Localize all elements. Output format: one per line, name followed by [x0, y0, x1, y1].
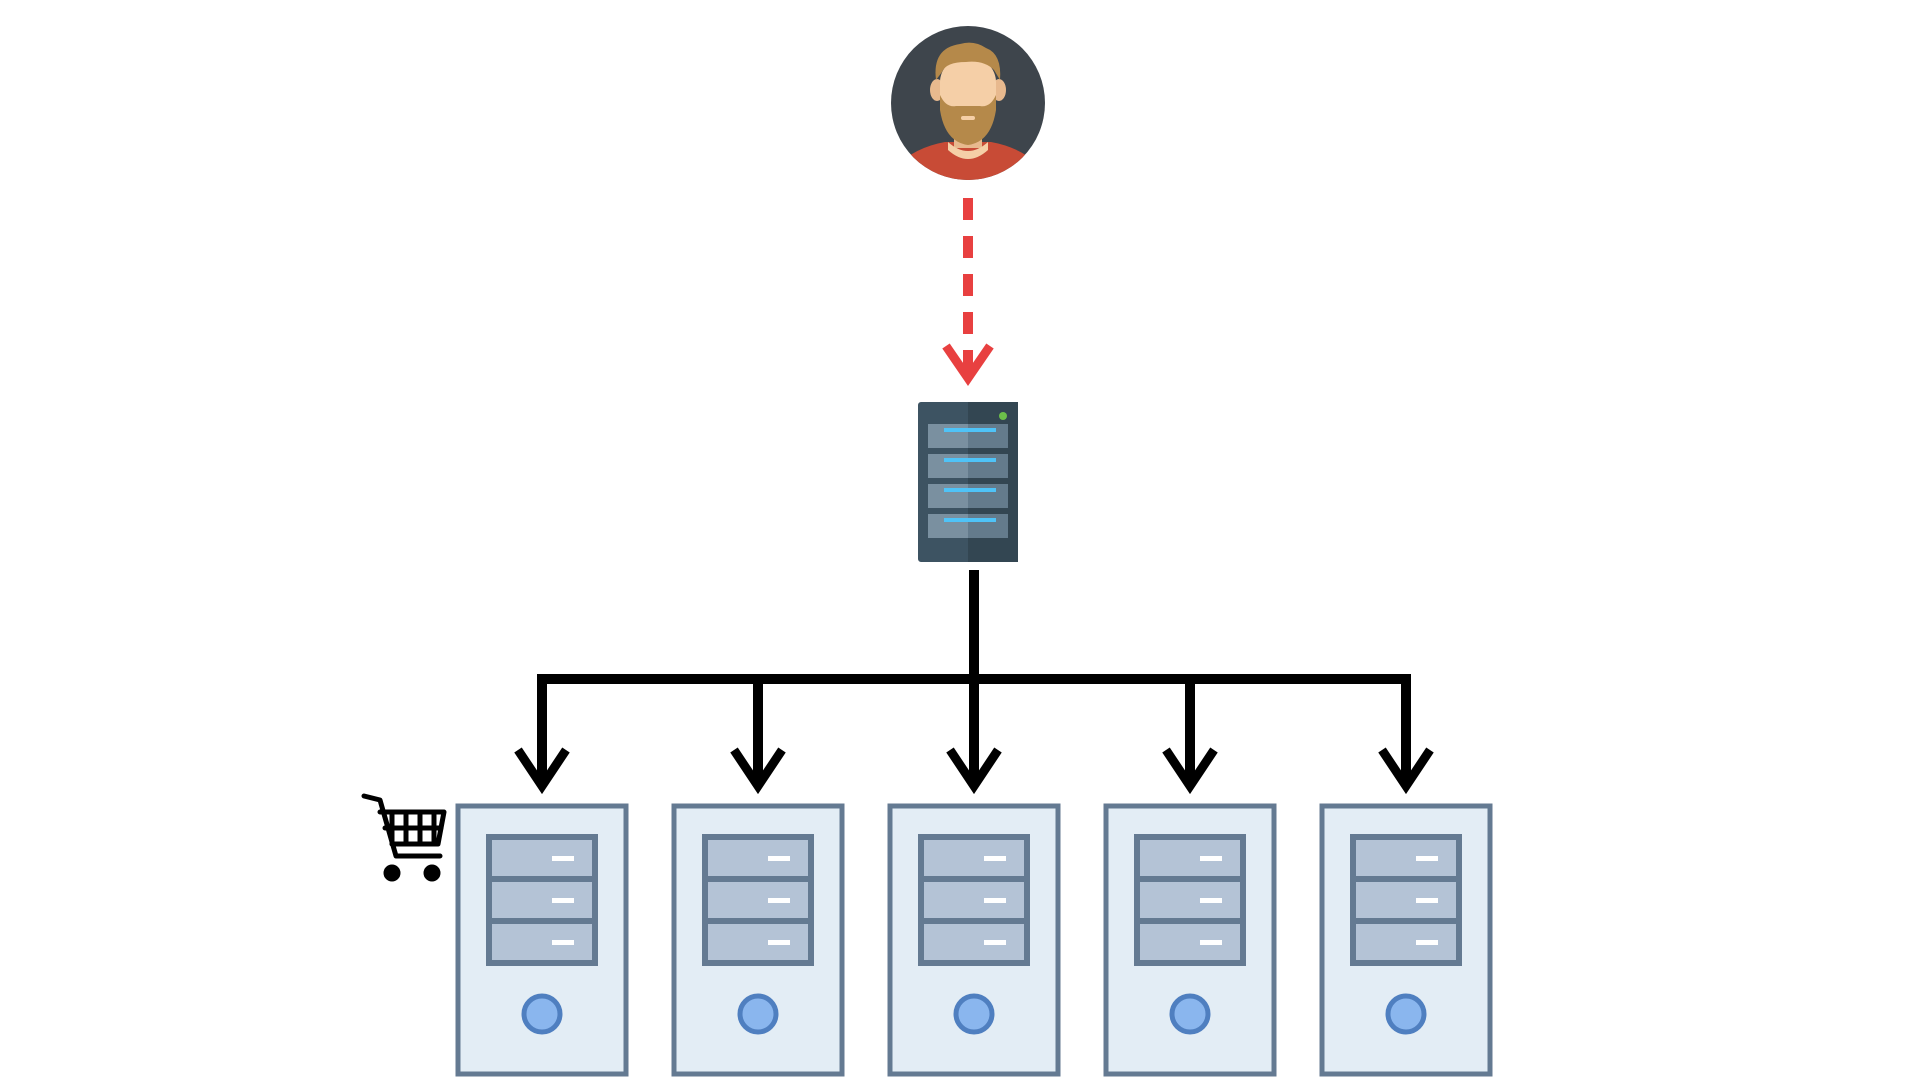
power-button-icon — [953, 993, 995, 1035]
tower-server-icon — [1319, 803, 1493, 1077]
power-button-icon — [521, 993, 563, 1035]
shopping-cart-icon — [361, 793, 447, 882]
tower-server-icon — [455, 803, 629, 1077]
distribution-connectors — [514, 570, 1434, 795]
power-button-icon — [1169, 993, 1211, 1035]
tower-server-icon — [1103, 803, 1277, 1077]
branch-arrow-2 — [730, 679, 786, 795]
branch-arrow-5 — [1378, 679, 1434, 795]
branch-arrow-1 — [514, 679, 570, 795]
tower-server-icon — [887, 803, 1061, 1077]
user-to-balancer-connector — [942, 198, 994, 386]
backend-servers — [455, 803, 1493, 1077]
power-button-icon — [1385, 993, 1427, 1035]
power-button-icon — [737, 993, 779, 1035]
tower-server-icon — [671, 803, 845, 1077]
load-balancer-server-icon — [918, 402, 1018, 562]
branch-arrow-4 — [1162, 679, 1218, 795]
user-avatar-icon — [891, 26, 1045, 180]
branch-arrow-3 — [946, 679, 1002, 795]
